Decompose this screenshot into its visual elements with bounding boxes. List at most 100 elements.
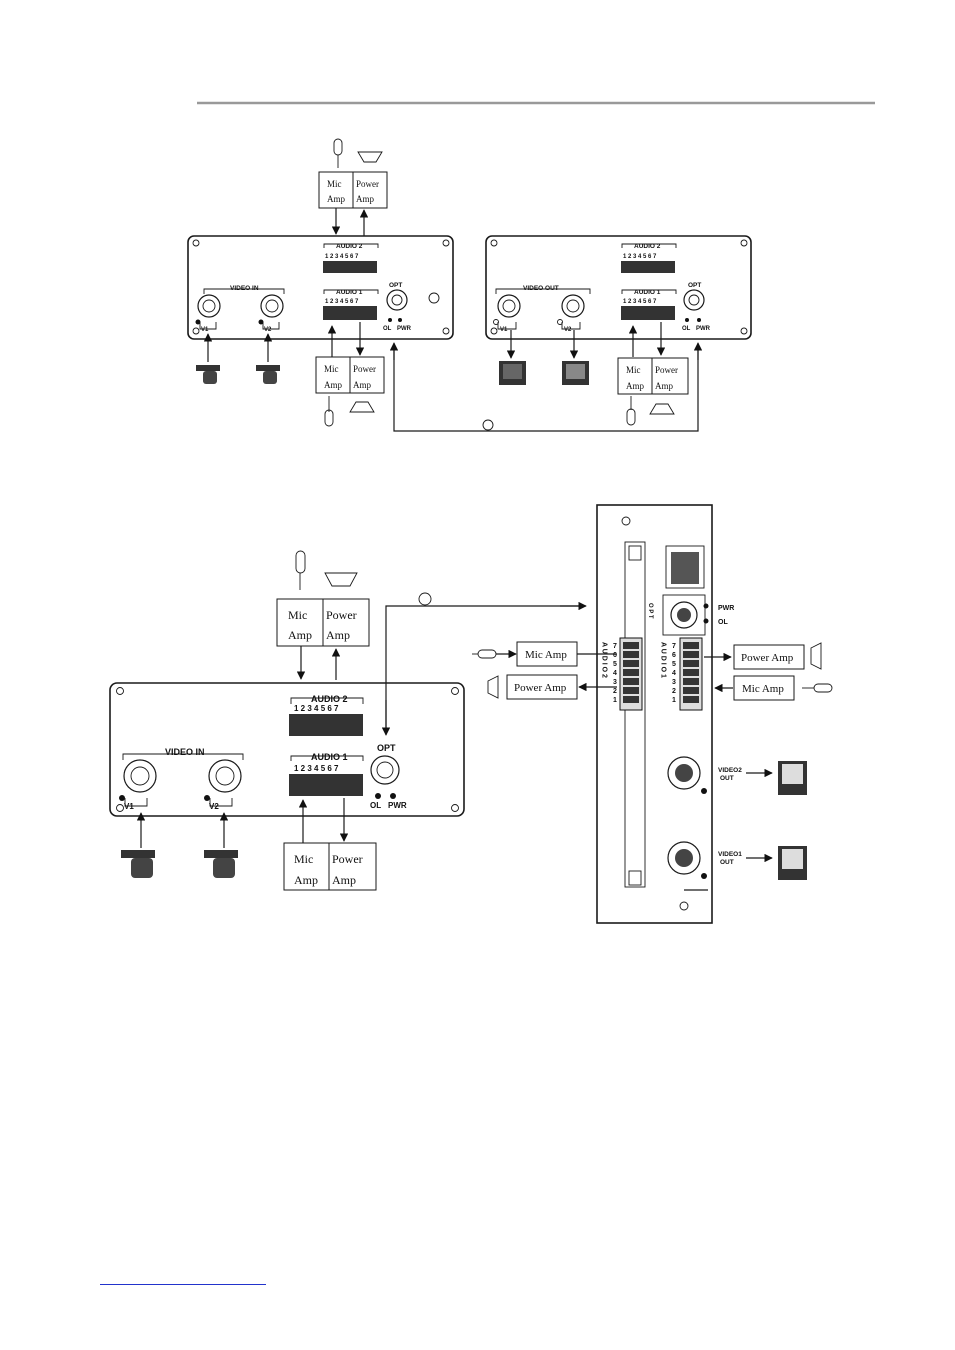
microphone-icon bbox=[295, 550, 306, 590]
power-amp-box bbox=[733, 644, 805, 670]
mic-amp-label-1: Mic bbox=[324, 364, 339, 374]
bnc-v2 bbox=[561, 294, 585, 318]
audio2-terminal-block bbox=[323, 261, 377, 273]
audio1-label: AUDIO 1 bbox=[311, 752, 348, 762]
audio1-terminal-block bbox=[323, 306, 377, 320]
camera-icon bbox=[204, 850, 238, 878]
mic-amp-label-2: Amp bbox=[327, 194, 346, 204]
audio2-terminal-block bbox=[621, 261, 675, 273]
microphone-icon bbox=[324, 396, 334, 427]
audio1-label: AUDIO 1 bbox=[634, 289, 661, 296]
power-amp-a1-label: Power Amp bbox=[741, 652, 794, 664]
power-amp-label-2: Amp bbox=[655, 381, 674, 391]
bnc-video2 bbox=[667, 756, 701, 790]
left-unit-panel: AUDIO 2 1 2 3 4 5 6 7 AUDIO 1 1 2 3 4 5 … bbox=[187, 235, 454, 340]
microphone-icon bbox=[472, 649, 497, 659]
audio1-terminal-block bbox=[289, 774, 363, 796]
v2-label: V2 bbox=[564, 327, 572, 333]
terminal-number: 6 bbox=[613, 652, 617, 659]
power-amp-box bbox=[651, 357, 689, 395]
video1-out-label-1: VIDEO1 bbox=[718, 851, 742, 858]
terminal-numbers: 1 2 3 4 5 6 7 bbox=[325, 254, 359, 260]
power-amp-label-2: Amp bbox=[356, 194, 375, 204]
bnc-v2 bbox=[208, 759, 242, 793]
v2-label: V2 bbox=[209, 802, 219, 811]
terminal-numbers: 1 2 3 4 5 6 7 bbox=[623, 299, 657, 305]
audio2-label: AUDIO 2 bbox=[634, 243, 661, 250]
left-unit-panel: AUDIO 2 1 2 3 4 5 6 7 AUDIO 1 1 2 3 4 5 … bbox=[109, 682, 465, 817]
v2-label: V2 bbox=[264, 327, 272, 333]
power-amp-box bbox=[506, 674, 578, 700]
speaker-icon bbox=[487, 675, 499, 699]
camera-icon bbox=[121, 850, 155, 878]
rack-card: O P T PWR OL A U D I O 2 A U D I O 1 bbox=[596, 504, 742, 924]
bnc-v1 bbox=[123, 759, 157, 793]
power-amp-box bbox=[352, 171, 388, 209]
opt-label: OPT bbox=[389, 282, 402, 289]
power-amp-box bbox=[322, 598, 370, 647]
pwr-label: PWR bbox=[696, 326, 711, 332]
mic-amp-label-2: Amp bbox=[324, 380, 343, 390]
terminal-number: 7 bbox=[613, 643, 617, 650]
terminal-number: 5 bbox=[613, 661, 617, 668]
mic-amp-label-2: Amp bbox=[294, 873, 318, 887]
terminal-numbers: 1 2 3 4 5 6 7 bbox=[325, 299, 359, 305]
v1-label: V1 bbox=[124, 802, 134, 811]
power-amp-box bbox=[328, 842, 377, 891]
rack-ol-label: OL bbox=[718, 619, 728, 626]
microphone-icon bbox=[802, 683, 833, 693]
rack-terminal-numbers: 7 6 5 4 3 2 1 7 6 5 4 3 2 1 bbox=[613, 643, 676, 704]
footer-link[interactable] bbox=[100, 1270, 266, 1285]
video-out-label: VIDEO OUT bbox=[523, 285, 559, 292]
power-amp-label-2: Amp bbox=[326, 628, 350, 642]
terminal-number: 2 bbox=[672, 688, 676, 695]
pwr-label: PWR bbox=[397, 326, 412, 332]
audio1-terminal-block bbox=[621, 306, 675, 320]
diagram-1: Mic Amp Power Amp AUDIO 2 1 2 3 4 5 6 7 … bbox=[187, 138, 752, 432]
ol-label: OL bbox=[383, 326, 392, 332]
mic-amp-label-1: Mic bbox=[294, 852, 313, 866]
terminal-number: 1 bbox=[672, 697, 676, 704]
microphone-icon bbox=[333, 138, 343, 168]
opt-connector bbox=[386, 289, 408, 311]
terminal-number: 3 bbox=[613, 679, 617, 686]
audio1-label: AUDIO 1 bbox=[336, 289, 363, 296]
opt-connector bbox=[683, 289, 705, 311]
terminal-number: 4 bbox=[672, 670, 676, 677]
video2-out-label-1: VIDEO2 bbox=[718, 767, 742, 774]
pwr-label: PWR bbox=[388, 801, 407, 810]
terminal-number: 2 bbox=[613, 688, 617, 695]
speaker-icon bbox=[810, 642, 822, 670]
camera-icon bbox=[256, 365, 280, 384]
mic-amp-label-1: Mic bbox=[626, 365, 641, 375]
power-amp-a2-label: Power Amp bbox=[514, 682, 567, 694]
monitor-icon bbox=[499, 361, 526, 385]
opt-label: OPT bbox=[688, 282, 701, 289]
diagram-2: Mic Amp Power Amp AUDIO 2 1 2 3 4 5 6 7 … bbox=[109, 504, 833, 924]
ol-label: OL bbox=[370, 801, 381, 810]
opt-connector bbox=[370, 755, 400, 785]
terminal-number: 5 bbox=[672, 661, 676, 668]
mic-amp-label-1: Mic bbox=[288, 608, 307, 622]
bnc-v2 bbox=[260, 294, 284, 318]
terminal-number: 7 bbox=[672, 643, 676, 650]
v1-label: V1 bbox=[500, 327, 508, 333]
speaker-icon bbox=[357, 151, 383, 163]
mic-amp-box bbox=[315, 356, 351, 394]
audio2-terminal-block bbox=[289, 714, 363, 736]
audio2-label: AUDIO 2 bbox=[311, 694, 348, 704]
speaker-icon bbox=[649, 403, 675, 415]
bnc-video1 bbox=[667, 841, 701, 875]
mic-amp-label-1: Mic bbox=[327, 179, 342, 189]
terminal-numbers: 1 2 3 4 5 6 7 bbox=[623, 254, 657, 260]
speaker-icon bbox=[324, 572, 358, 587]
fiber-link bbox=[393, 345, 699, 432]
mic-amp-a2-label: Mic Amp bbox=[525, 649, 567, 661]
terminal-numbers: 1 2 3 4 5 6 7 bbox=[294, 704, 339, 713]
rack-pwr-label: PWR bbox=[718, 605, 734, 612]
power-amp-label-1: Power bbox=[332, 852, 363, 866]
video-in-label: VIDEO IN bbox=[165, 747, 205, 757]
mic-amp-box bbox=[283, 842, 330, 891]
power-amp-label-1: Power bbox=[326, 608, 357, 622]
